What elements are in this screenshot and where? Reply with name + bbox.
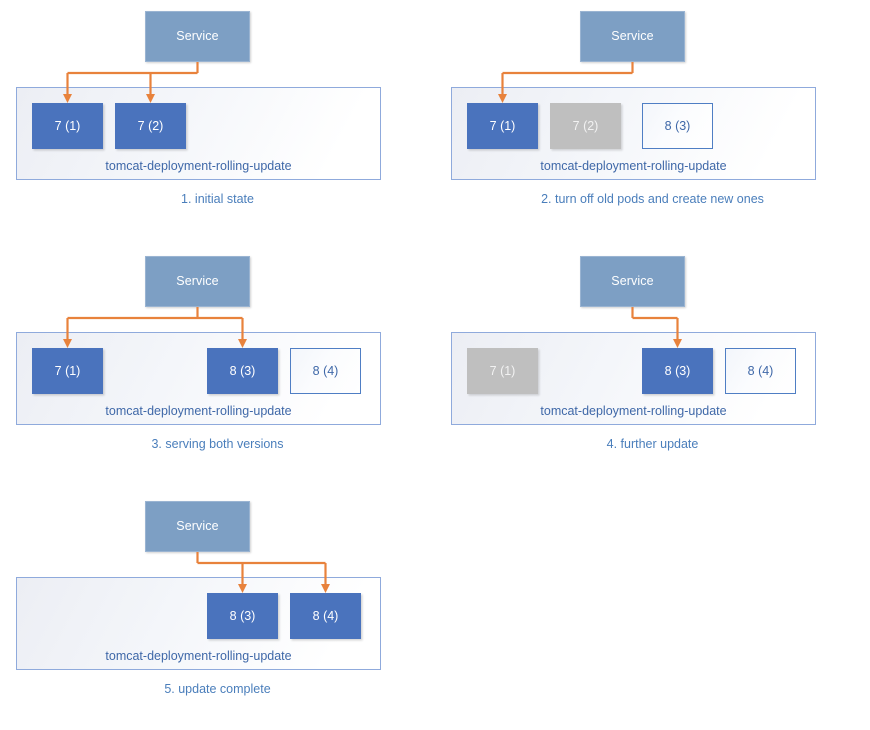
panel-3: Service tomcat-deployment-rolling-update 7… xyxy=(0,245,435,485)
pod-box[interactable]: 8 (4) xyxy=(290,348,361,394)
panel-1: Service tomcat-deployment-rolling-update 7… xyxy=(0,0,435,240)
pod-label: 7 (2) xyxy=(137,118,164,133)
pod-label: 7 (1) xyxy=(489,118,516,133)
service-box[interactable]: Service xyxy=(580,11,685,62)
panel-4: Service tomcat-deployment-rolling-update 7… xyxy=(435,245,870,485)
deployment-name-label: tomcat-deployment-rolling-update xyxy=(105,648,292,663)
pod-box[interactable]: 7 (1) xyxy=(32,348,103,394)
deployment-name-label: tomcat-deployment-rolling-update xyxy=(105,403,292,418)
deployment-name-label: tomcat-deployment-rolling-update xyxy=(540,403,727,418)
pod-label: 7 (2) xyxy=(572,118,599,133)
pod-box[interactable]: 7 (1) xyxy=(467,103,538,149)
panel-caption: 3. serving both versions xyxy=(151,437,284,451)
deployment-name-label: tomcat-deployment-rolling-update xyxy=(540,158,727,173)
pod-label: 8 (3) xyxy=(664,118,691,133)
service-box-label: Service xyxy=(611,29,654,44)
pod-box[interactable]: 7 (1) xyxy=(467,348,538,394)
pod-label: 8 (3) xyxy=(229,608,256,623)
service-box[interactable]: Service xyxy=(580,256,685,307)
pod-box[interactable]: 8 (3) xyxy=(642,103,713,149)
pod-label: 8 (3) xyxy=(229,363,256,378)
panel-5: Service tomcat-deployment-rolling-update 8… xyxy=(0,490,435,730)
panel-2: Service tomcat-deployment-rolling-update 7… xyxy=(435,0,870,240)
service-box-label: Service xyxy=(176,274,219,289)
pod-label: 8 (4) xyxy=(312,608,339,623)
pod-box[interactable]: 8 (3) xyxy=(207,348,278,394)
panel-caption: 1. initial state xyxy=(181,192,254,206)
pod-box[interactable]: 8 (3) xyxy=(207,593,278,639)
service-box-label: Service xyxy=(176,519,219,534)
service-box[interactable]: Service xyxy=(145,11,250,62)
pod-box[interactable]: 7 (2) xyxy=(550,103,621,149)
service-box-label: Service xyxy=(611,274,654,289)
pod-label: 8 (4) xyxy=(747,363,774,378)
pod-label: 7 (1) xyxy=(54,118,81,133)
pod-label: 8 (4) xyxy=(312,363,339,378)
pod-label: 7 (1) xyxy=(54,363,81,378)
pod-box[interactable]: 7 (1) xyxy=(32,103,103,149)
pod-box[interactable]: 8 (4) xyxy=(725,348,796,394)
panel-caption: 5. update complete xyxy=(164,682,271,696)
pod-label: 8 (3) xyxy=(664,363,691,378)
pod-box[interactable]: 7 (2) xyxy=(115,103,186,149)
pod-box[interactable]: 8 (4) xyxy=(290,593,361,639)
pod-label: 7 (1) xyxy=(489,363,516,378)
service-box-label: Service xyxy=(176,29,219,44)
panel-caption: 4. further update xyxy=(606,437,699,451)
service-box[interactable]: Service xyxy=(145,256,250,307)
pod-box[interactable]: 8 (3) xyxy=(642,348,713,394)
deployment-name-label: tomcat-deployment-rolling-update xyxy=(105,158,292,173)
service-box[interactable]: Service xyxy=(145,501,250,552)
panel-caption: 2. turn off old pods and create new ones xyxy=(541,192,764,206)
